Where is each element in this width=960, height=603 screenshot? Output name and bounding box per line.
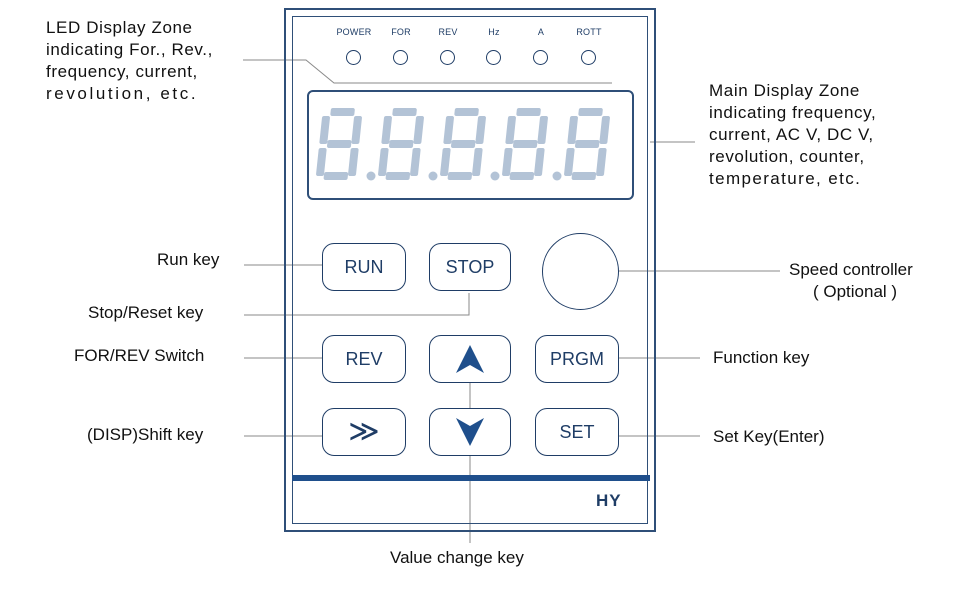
segment-e: [564, 148, 575, 176]
segment-e: [316, 148, 327, 176]
segment-e: [440, 148, 451, 176]
segment-e: [502, 148, 513, 176]
display-digit-2: [378, 108, 424, 180]
indicator-led-for: [393, 50, 408, 65]
segment-c: [472, 148, 483, 176]
leader-led-zone: [243, 59, 612, 84]
segment-g: [512, 140, 538, 148]
segment-d: [323, 172, 349, 180]
callout-run-key: Run key: [157, 250, 220, 269]
rev-button[interactable]: REV: [322, 335, 406, 383]
segment-d: [385, 172, 411, 180]
brand-logo: HY: [596, 491, 622, 510]
indicator-label-rev: REV: [438, 27, 458, 37]
segment-a: [516, 108, 541, 116]
main-display: [307, 90, 634, 200]
segment-d: [447, 172, 473, 180]
seven-segment-display: [316, 108, 610, 181]
segment-g: [326, 140, 352, 148]
callout-value-key: Value change key: [390, 548, 524, 567]
segment-f: [505, 116, 516, 144]
indicator-led-rott: [581, 50, 596, 65]
segment-b: [537, 116, 548, 144]
decimal-point-1: [366, 171, 376, 181]
brand-bar: [292, 475, 650, 481]
segment-c: [534, 148, 545, 176]
arrow-up-icon: [456, 345, 484, 373]
indicator-led-hz: [486, 50, 501, 65]
double-chevron-right-icon: ≫: [348, 415, 380, 448]
display-digit-1: [316, 108, 362, 180]
indicator-label-power: POWER: [336, 27, 372, 37]
segment-f: [443, 116, 454, 144]
indicator-label-for: FOR: [391, 27, 411, 37]
callout-function-key: Function key: [713, 348, 810, 367]
callout-stop-key: Stop/Reset key: [88, 303, 204, 322]
callout-shift-key: (DISP)Shift key: [87, 425, 204, 444]
decimal-point-4: [552, 171, 562, 181]
leader-stop-key: [244, 293, 470, 316]
down-button[interactable]: [429, 408, 511, 456]
segment-b: [475, 116, 486, 144]
decimal-point-2: [428, 171, 438, 181]
display-digit-3: [440, 108, 486, 180]
segment-e: [378, 148, 389, 176]
callout-led-zone: LED Display Zone indicating For., Rev., …: [46, 18, 213, 103]
indicator-label-rott: ROTT: [576, 27, 602, 37]
up-button[interactable]: [429, 335, 511, 383]
indicator-led-power: [346, 50, 361, 65]
segment-g: [388, 140, 414, 148]
decimal-point-3: [490, 171, 500, 181]
indicator-label-hz: Hz: [488, 27, 500, 37]
segment-b: [351, 116, 362, 144]
indicator-led-a: [533, 50, 548, 65]
display-digit-5: [564, 108, 610, 180]
segment-b: [599, 116, 610, 144]
segment-f: [381, 116, 392, 144]
segment-f: [567, 116, 578, 144]
keypad-panel: [284, 8, 656, 532]
speed-controller-knob[interactable]: [542, 233, 619, 310]
callout-speed: Speed controller ( Optional ): [789, 260, 913, 301]
segment-g: [574, 140, 600, 148]
callout-main-zone: Main Display Zone indicating frequency, …: [709, 81, 877, 188]
set-button[interactable]: SET: [535, 408, 619, 456]
stop-button[interactable]: STOP: [429, 243, 511, 291]
shift-button[interactable]: ≫: [322, 408, 406, 456]
segment-a: [454, 108, 479, 116]
segment-a: [578, 108, 603, 116]
segment-d: [509, 172, 535, 180]
segment-b: [413, 116, 424, 144]
callout-set-key: Set Key(Enter): [713, 427, 825, 446]
prgm-button[interactable]: PRGM: [535, 335, 619, 383]
indicator-led-rev: [440, 50, 455, 65]
run-button[interactable]: RUN: [322, 243, 406, 291]
segment-c: [410, 148, 421, 176]
segment-a: [330, 108, 355, 116]
segment-f: [319, 116, 330, 144]
keypad-panel-inner: [292, 16, 648, 524]
display-digit-4: [502, 108, 548, 180]
segment-c: [348, 148, 359, 176]
arrow-down-icon: [456, 418, 484, 446]
segment-g: [450, 140, 476, 148]
segment-d: [571, 172, 597, 180]
segment-a: [392, 108, 417, 116]
indicator-label-a: A: [537, 27, 545, 37]
segment-c: [596, 148, 607, 176]
callout-for-rev: FOR/REV Switch: [74, 346, 205, 365]
